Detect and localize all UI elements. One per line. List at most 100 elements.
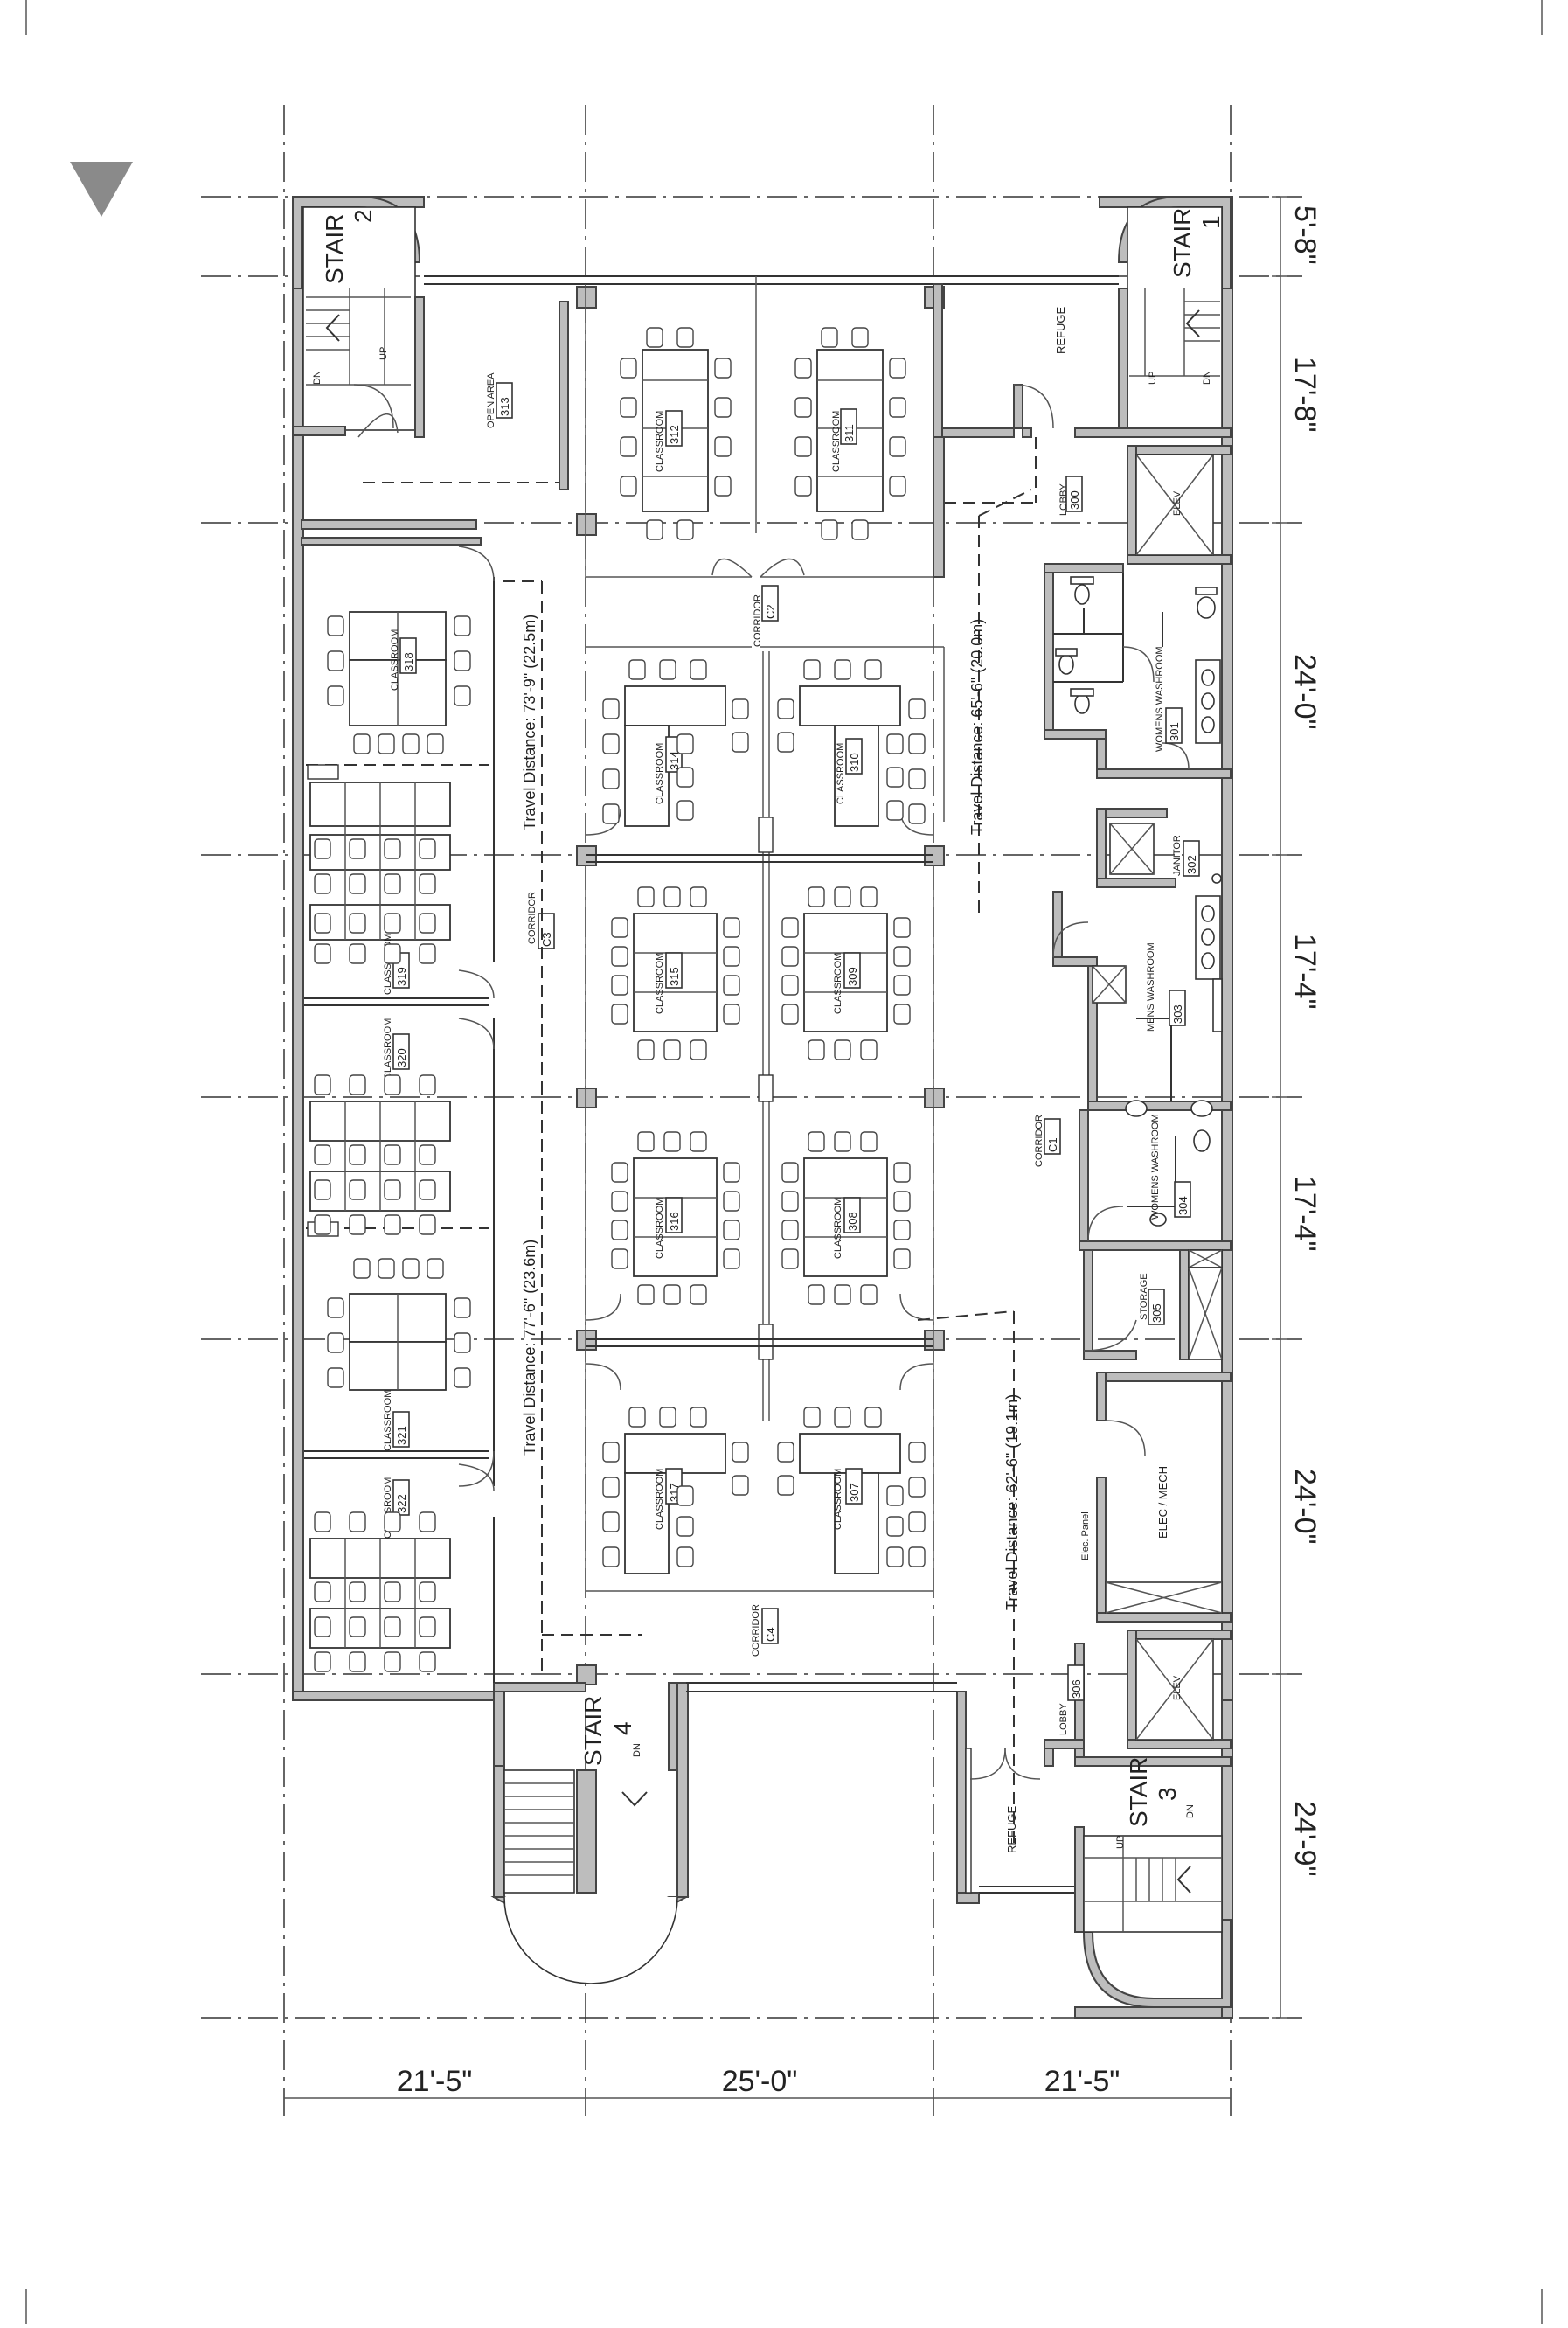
dimension-label: 24'-9" <box>1288 1801 1322 1877</box>
classroom-312[interactable]: CLASSROOM 312 <box>585 284 752 578</box>
chair-icon <box>886 1546 904 1567</box>
room-name: CLASSROOM <box>383 934 393 995</box>
chair-icon <box>908 1442 926 1463</box>
chair-icon <box>314 1511 331 1532</box>
stair-dn-label: DN <box>1202 371 1212 385</box>
chair-icon <box>714 358 732 379</box>
chair-icon <box>781 917 799 938</box>
room-number: 301 <box>1168 722 1181 741</box>
stair-dn-label: DN <box>632 1743 642 1757</box>
chair-icon <box>781 1162 799 1183</box>
chair-icon <box>723 917 740 938</box>
chair-icon <box>314 1074 331 1095</box>
chair-icon <box>860 1284 878 1305</box>
classroom-309[interactable]: CLASSROOM 309 <box>803 913 888 1032</box>
chair-icon <box>889 436 906 457</box>
chair-icon <box>419 913 436 934</box>
chair-icon <box>893 1248 911 1269</box>
chair-icon <box>781 1004 799 1025</box>
lobby-300[interactable]: LOBBY 300 <box>933 283 1083 516</box>
elec-panel-label: Elec. Panel <box>1080 1511 1091 1560</box>
classroom-315[interactable]: CLASSROOM 315 <box>633 913 718 1032</box>
room-name: MENS WASHROOM <box>1146 942 1156 1032</box>
chair-icon <box>893 1191 911 1212</box>
chair-icon <box>314 1214 331 1235</box>
chair-icon <box>419 838 436 859</box>
corridor-c1[interactable]: CORRIDOR C1 <box>1034 1115 1061 1167</box>
chair-icon <box>886 767 904 788</box>
chair-icon <box>349 1179 366 1200</box>
chair-icon <box>834 1407 851 1428</box>
dimension-label: 24'-0" <box>1288 1469 1322 1545</box>
room-name: CLASSROOM <box>831 411 842 472</box>
room-name: CLASSROOM <box>390 629 400 691</box>
chair-icon <box>349 1616 366 1637</box>
chair-icon <box>620 358 637 379</box>
classroom-311[interactable]: CLASSROOM 311 <box>760 349 933 578</box>
chair-icon <box>803 659 821 680</box>
chair-icon <box>384 1074 401 1095</box>
column-dimensions: 21'-5" 25'-0" 21'-5" <box>397 2065 1120 2098</box>
chair-icon <box>777 732 794 753</box>
room-number: 305 <box>1150 1303 1163 1323</box>
stair-2[interactable]: STAIR 2 UP DN <box>292 206 425 438</box>
corridor-c4[interactable]: CORRIDOR C4 <box>751 1604 779 1657</box>
classroom-316[interactable]: CLASSROOM 316 <box>633 1157 718 1277</box>
chair-icon <box>349 1581 366 1602</box>
refuge-label: REFUGE <box>1054 307 1067 355</box>
janitor-302[interactable]: JANITOR 302 <box>1096 808 1222 888</box>
chair-icon <box>314 943 331 964</box>
chair-icon <box>893 917 911 938</box>
chair-icon <box>384 838 401 859</box>
classroom-307[interactable]: CLASSROOM 307 <box>799 1433 901 1574</box>
chair-icon <box>384 1581 401 1602</box>
lobby-306[interactable]: LOBBY 306 <box>1044 1643 1085 1767</box>
chair-icon <box>349 1651 366 1672</box>
stair-4[interactable]: STAIR 4 DN <box>490 1682 690 1984</box>
chair-icon <box>781 1220 799 1240</box>
classroom-314[interactable]: CLASSROOM 314 <box>586 646 752 827</box>
corridor-c2[interactable]: CORRIDOR C2 <box>711 436 945 647</box>
corridor-code: C2 <box>764 604 777 619</box>
stair-up-label: UP <box>1148 372 1158 385</box>
chair-icon <box>663 886 681 907</box>
chair-icon <box>327 1367 344 1388</box>
classroom-320[interactable]: CLASSROOM 320 <box>309 1018 451 1212</box>
classroom-walls <box>585 808 934 1592</box>
chair-icon <box>314 913 331 934</box>
open-area-313[interactable]: OPEN AREA 313 <box>357 301 569 490</box>
chair-icon <box>732 732 749 753</box>
womens-washroom-301[interactable]: WOMENS WASHROOM 301 <box>1044 563 1232 779</box>
chair-icon <box>889 397 906 418</box>
classroom-308[interactable]: CLASSROOM 308 <box>803 1157 888 1277</box>
elec-mech-room[interactable]: ELEC / MECH Elec. Panel <box>1080 1372 1232 1623</box>
chair-icon <box>327 1297 344 1318</box>
chair-icon <box>663 1039 681 1060</box>
chair-icon <box>620 397 637 418</box>
room-number: 306 <box>1070 1679 1083 1699</box>
stair-3[interactable]: STAIR 3 UP DN <box>1074 1756 1232 1933</box>
room-number: 304 <box>1176 1196 1190 1215</box>
storage-305[interactable]: STORAGE 305 <box>1083 1249 1223 1360</box>
classroom-317[interactable]: CLASSROOM 317 <box>624 1433 726 1574</box>
room-name: OPEN AREA <box>486 372 496 428</box>
corridor-code: C1 <box>1046 1137 1059 1152</box>
chair-icon <box>794 397 812 418</box>
womens-washroom-304[interactable]: WOMENS WASHROOM 304 <box>1079 1109 1232 1251</box>
classroom-318[interactable]: CLASSROOM 318 <box>349 611 447 726</box>
chair-icon <box>886 800 904 821</box>
classroom-322[interactable]: CLASSROOM 322 <box>309 1477 451 1649</box>
corridor-c3[interactable]: CORRIDOR C3 <box>527 892 555 949</box>
chair-icon <box>620 476 637 497</box>
room-number: 312 <box>668 425 681 444</box>
room-number: 320 <box>395 1048 408 1067</box>
chair-icon <box>454 685 471 706</box>
classroom-310[interactable]: CLASSROOM 310 <box>760 646 945 827</box>
chair-icon <box>378 733 395 754</box>
mens-washroom-303[interactable]: MENS WASHROOM 303 <box>1052 891 1232 1117</box>
stair-dn-label: DN <box>312 371 323 385</box>
stair-1[interactable]: STAIR 1 UP DN <box>1074 206 1232 438</box>
classroom-321[interactable]: CLASSROOM 321 <box>349 1293 447 1451</box>
chairs-layer <box>314 327 926 1672</box>
stair-number: 2 <box>350 209 377 223</box>
